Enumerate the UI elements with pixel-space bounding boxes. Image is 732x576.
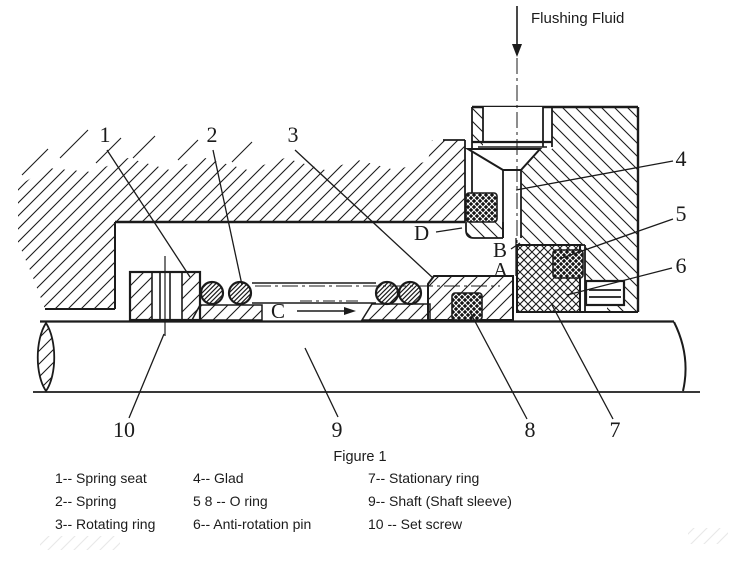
stuffing-box-housing <box>18 129 466 310</box>
zone-label-c: C <box>271 299 285 323</box>
callout-2: 2 <box>207 122 218 147</box>
legend-item: 7-- Stationary ring <box>368 470 479 486</box>
callout-10: 10 <box>113 417 135 442</box>
callout-9: 9 <box>332 417 343 442</box>
o-ring-8 <box>451 292 483 321</box>
leader-line-6 <box>566 267 673 296</box>
leader-line-2 <box>212 149 243 286</box>
shaft-break-lens <box>36 321 56 393</box>
legend-item: 9-- Shaft (Shaft sleeve) <box>368 493 512 509</box>
shaft-sleeve <box>190 303 431 321</box>
leader-line-7 <box>551 304 614 420</box>
callout-7: 7 <box>610 417 621 442</box>
callout-1: 1 <box>100 122 111 147</box>
legend-item: 4-- Glad <box>193 470 244 486</box>
legend-item: 2-- Spring <box>55 493 116 509</box>
spring-coil-section <box>227 280 253 306</box>
o-ring-5 <box>552 249 584 279</box>
leader-line-8 <box>469 311 528 420</box>
zone-label-d: D <box>414 221 429 245</box>
leader-line-1 <box>106 149 191 278</box>
callout-3: 3 <box>288 122 299 147</box>
spring-seat <box>128 256 202 336</box>
callout-4: 4 <box>676 146 687 171</box>
callout-5: 5 <box>676 201 687 226</box>
figure-caption: Figure 1 <box>333 449 386 465</box>
legend-item: 3-- Rotating ring <box>55 516 155 532</box>
leader-lines <box>106 149 674 420</box>
leader-line-10 <box>128 333 165 419</box>
leader-line-4 <box>515 160 674 191</box>
flow-annotation-c: C <box>271 299 356 323</box>
flushing-fluid-label: Flushing Fluid <box>531 10 624 27</box>
legend-item: 10 -- Set screw <box>368 516 463 532</box>
flushing-fluid-annotation: Flushing Fluid <box>512 6 624 57</box>
callout-numbers: 1 2 3 4 5 6 7 8 9 10 <box>100 122 687 442</box>
legend-item: 1-- Spring seat <box>55 470 147 486</box>
leader-line-9 <box>304 347 339 418</box>
scan-artifacts <box>40 528 728 550</box>
shaft-end-break-curve <box>673 321 687 392</box>
right-arrow-icon <box>344 307 356 315</box>
leader-line-3 <box>294 149 434 279</box>
spring-coil-section <box>374 280 400 306</box>
zone-d-tick <box>435 227 463 233</box>
down-arrow-icon <box>512 44 522 57</box>
leader-line-5 <box>561 218 674 259</box>
gland-nose <box>466 222 503 238</box>
callout-8: 8 <box>525 417 536 442</box>
callout-6: 6 <box>676 253 687 278</box>
spring-coil-section <box>199 280 225 306</box>
zone-letters: D B A <box>414 221 521 282</box>
spring <box>199 280 500 306</box>
shaft <box>33 320 700 393</box>
legend: 1-- Spring seat 2-- Spring 3-- Rotating … <box>55 470 512 532</box>
legend-item: 6-- Anti-rotation pin <box>193 516 311 532</box>
zone-b-tick <box>510 242 521 250</box>
spring-coil-section <box>397 280 423 306</box>
o-ring-d <box>465 192 498 223</box>
broken-out-hatch-strokes <box>21 129 253 176</box>
flushing-port <box>464 58 553 282</box>
legend-item: 5 8 -- O ring <box>193 493 268 509</box>
zone-label-a: A <box>493 258 509 282</box>
zone-label-b: B <box>493 238 507 262</box>
